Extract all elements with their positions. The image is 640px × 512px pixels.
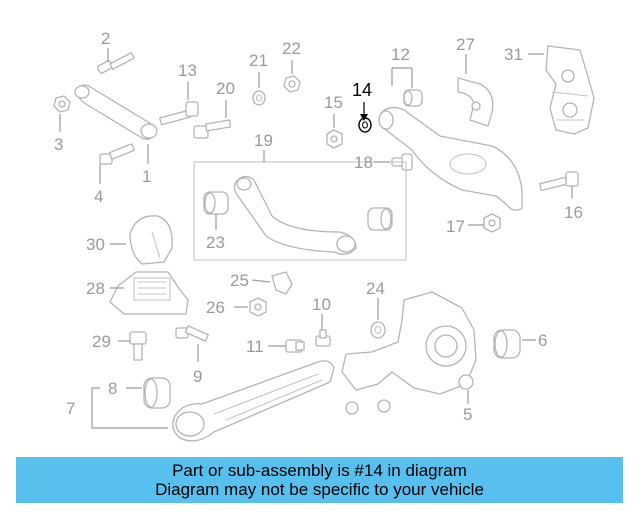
- callout-10: 10: [312, 295, 331, 314]
- callout-20: 20: [216, 79, 235, 98]
- parts-diagram: 2 3 1 4 13 20 21 22 15 14 12 27 31 18 16…: [53, 29, 595, 442]
- callout-8: 8: [108, 379, 117, 398]
- part-5-knuckle: [341, 291, 477, 415]
- part-10-bolt: [315, 329, 331, 347]
- callout-19: 19: [254, 131, 273, 150]
- callout-16: 16: [564, 203, 583, 222]
- banner-line-1: Part or sub-assembly is #14 in diagram: [172, 461, 467, 480]
- group-19-box: [193, 161, 407, 261]
- callout-3: 3: [54, 135, 63, 154]
- part-7-trailing-link: [172, 360, 335, 442]
- part-9-bolt: [175, 325, 209, 342]
- part-30-cover: [129, 215, 173, 265]
- callout-11: 11: [246, 337, 264, 356]
- part-18-bolt: [391, 153, 413, 171]
- callout-29: 29: [92, 332, 111, 351]
- banner-line-2: Diagram may not be specific to your vehi…: [155, 480, 484, 499]
- part-20-bolt: [193, 119, 232, 139]
- callout-22: 22: [282, 39, 301, 58]
- part-14-washer: [358, 117, 372, 133]
- callout-7: 7: [66, 399, 75, 418]
- callout-6: 6: [538, 331, 547, 350]
- callout-31: 31: [504, 45, 523, 64]
- part-12-bushing: [403, 89, 423, 107]
- callout-24: 24: [366, 279, 385, 298]
- callout-5: 5: [463, 405, 472, 424]
- part-16-bolt: [539, 171, 579, 192]
- part-15-nut: [326, 129, 343, 149]
- part-lower-control-arm: [378, 106, 523, 211]
- part-2-bolt: [96, 52, 135, 74]
- callout-27: 27: [456, 35, 475, 54]
- callout-25: 25: [230, 271, 249, 290]
- leader-lines: [59, 48, 573, 429]
- callout-14-arrowhead: [360, 114, 368, 121]
- part-24-washer: [370, 321, 386, 339]
- part-31-mount-bracket: [545, 45, 595, 135]
- part-8-bushing: [143, 377, 171, 409]
- part-21-washer: [252, 90, 266, 106]
- callout-18: 18: [354, 153, 373, 172]
- part-6-bushing: [493, 329, 521, 359]
- info-banner: Part or sub-assembly is #14 in diagram D…: [16, 457, 623, 503]
- part-17-nut: [483, 213, 501, 233]
- part-13-bolt: [159, 101, 199, 126]
- callout-13: 13: [178, 61, 197, 80]
- part-25-clip: [271, 271, 293, 295]
- callout-17: 17: [446, 217, 465, 236]
- part-4-bolt: [99, 143, 135, 165]
- callout-1: 1: [142, 167, 151, 186]
- callout-14: 14: [352, 80, 372, 100]
- callout-12: 12: [391, 45, 410, 64]
- callout-30: 30: [86, 235, 105, 254]
- part-3-nut: [53, 95, 71, 113]
- callout-26: 26: [206, 298, 225, 317]
- callout-15: 15: [324, 93, 343, 112]
- part-27-bracket: [457, 77, 494, 127]
- part-1-link-arm: [74, 84, 158, 140]
- callout-2: 2: [101, 29, 110, 48]
- part-19-bushing: [367, 207, 393, 231]
- part-28-mount: [109, 271, 189, 315]
- callout-21: 21: [249, 51, 268, 70]
- part-19-trailing-arm: [233, 175, 357, 255]
- part-26-nut: [249, 297, 267, 317]
- callout-4: 4: [94, 187, 103, 206]
- part-11-bolt: [285, 339, 305, 353]
- callout-9: 9: [193, 367, 202, 386]
- part-29-bolt: [129, 331, 147, 361]
- part-22-nut: [283, 75, 301, 93]
- callout-labels: 2 3 1 4 13 20 21 22 15 14 12 27 31 18 16…: [54, 29, 583, 424]
- callout-23: 23: [206, 233, 225, 252]
- part-23-bushing: [203, 191, 229, 215]
- callout-28: 28: [86, 279, 105, 298]
